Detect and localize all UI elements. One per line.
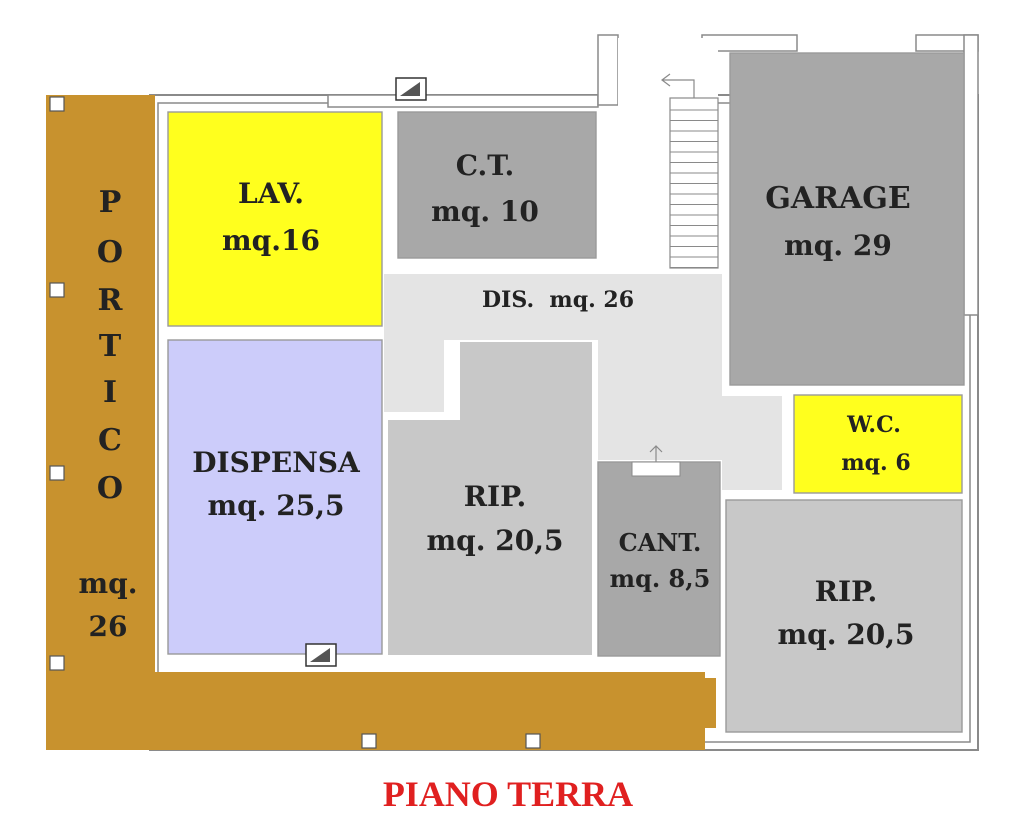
window-marker [49, 465, 65, 481]
vent-hatch [400, 82, 420, 96]
room-wc [794, 395, 962, 493]
rip-2-name: RIP. [815, 575, 878, 608]
wc-name: W.C. [846, 412, 901, 438]
room-rip-1 [388, 342, 592, 655]
plan-title: PIANO TERRA [383, 774, 633, 814]
stair-arrow [661, 73, 695, 98]
wc-area: mq. 6 [841, 450, 910, 476]
outline-lav [167, 111, 383, 327]
stair [618, 38, 719, 270]
room-outlines [167, 52, 965, 733]
lav-area: mq.16 [222, 224, 320, 257]
stair-steps [670, 109, 718, 268]
portico-letter: T [99, 329, 122, 364]
rip-1-area: mq. 20,5 [427, 524, 564, 557]
room-cant [598, 462, 720, 656]
east-wall-garage [963, 34, 979, 316]
dispensa-area: mq. 25,5 [208, 489, 345, 522]
window-markers [49, 96, 541, 749]
portico-letter: R [98, 283, 124, 318]
north-wall-stair [597, 34, 619, 106]
lav-name: LAV. [238, 177, 304, 210]
room-dis [384, 274, 782, 490]
dis-label: DIS. mq. 26 [482, 287, 634, 313]
rip-2-area: mq. 20,5 [778, 618, 915, 651]
vent-hatch [310, 648, 330, 662]
room-ct [398, 112, 596, 258]
window-marker [525, 733, 541, 749]
portico-area-l1: mq. [79, 567, 138, 600]
portico-letter: I [103, 375, 117, 410]
cant-area: mq. 8,5 [610, 564, 711, 593]
room-garage [730, 53, 964, 385]
outline-garage [729, 52, 965, 386]
portico-letter: P [99, 185, 122, 220]
room-portico [46, 95, 716, 750]
portico-letter: O [97, 471, 123, 506]
ct-area: mq. 10 [431, 195, 539, 228]
rip-1-name: RIP. [464, 480, 527, 513]
portico-area-l2: 26 [89, 610, 128, 643]
outline-rip-2 [725, 499, 963, 733]
outline-wc [793, 394, 963, 494]
room-dispensa [168, 340, 382, 654]
garage-area: mq. 29 [784, 229, 892, 262]
outline-dispensa [167, 339, 383, 655]
ct-name: C.T. [456, 149, 515, 182]
room-rip-2 [726, 500, 962, 732]
outline-ct [397, 111, 597, 259]
window-marker [49, 96, 65, 112]
window-marker [49, 655, 65, 671]
portico-letter: C [98, 423, 122, 458]
portico-letter: O [97, 235, 123, 270]
cant-door [631, 461, 681, 477]
north-wall-ct [327, 94, 599, 108]
dispensa-name: DISPENSA [192, 446, 361, 479]
portico-label: P O R T I C O mq. 26 [79, 185, 138, 643]
window-marker [361, 733, 377, 749]
cant-name: CANT. [619, 528, 702, 557]
room-lav [168, 112, 382, 326]
garage-name: GARAGE [765, 181, 911, 216]
window-marker [49, 282, 65, 298]
vent-markers [305, 77, 427, 667]
